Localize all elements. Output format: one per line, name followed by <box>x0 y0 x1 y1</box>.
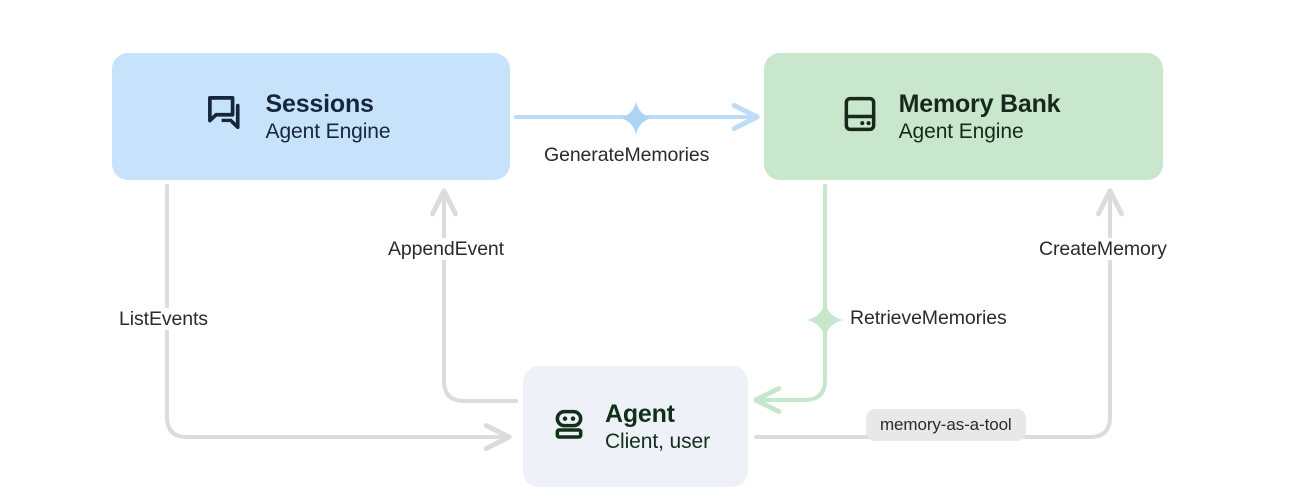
robot-icon <box>549 404 589 449</box>
node-memory-bank-title: Memory Bank <box>898 89 1061 118</box>
node-sessions[interactable]: Sessions Agent Engine <box>112 53 510 180</box>
edge-list-events <box>165 184 512 451</box>
node-sessions-text: Sessions Agent Engine <box>266 90 391 144</box>
edge-label-generate-memories: GenerateMemories <box>537 144 717 167</box>
node-memory-bank[interactable]: Memory Bank Agent Engine <box>764 53 1163 180</box>
node-memory-bank-content: Memory Bank Agent Engine <box>839 90 1061 144</box>
forum-icon <box>204 92 248 141</box>
node-sessions-content: Sessions Agent Engine <box>204 90 391 144</box>
edge-label-retrieve-memories: RetrieveMemories <box>843 307 1014 330</box>
node-agent-title: Agent <box>604 399 675 428</box>
database-icon <box>839 93 881 140</box>
edge-append-event <box>430 188 518 403</box>
sparkle-icon-retrieve-memories <box>805 300 845 345</box>
node-sessions-subtitle: Agent Engine <box>265 119 391 143</box>
node-agent[interactable]: Agent Client, user <box>523 366 748 487</box>
edge-label-list-events: ListEvents <box>112 308 215 331</box>
edge-retrieve-memories <box>753 184 827 414</box>
node-sessions-title: Sessions <box>265 89 374 118</box>
node-agent-text: Agent Client, user <box>605 400 710 454</box>
node-agent-content: Agent Client, user <box>549 400 710 454</box>
badge-memory-as-a-tool: memory-as-a-tool <box>866 409 1026 441</box>
edge-label-create-memory: CreateMemory <box>1032 238 1174 261</box>
edge-label-append-event: AppendEvent <box>381 238 511 261</box>
sparkle-icon-generate-memories <box>618 100 654 141</box>
node-memory-bank-text: Memory Bank Agent Engine <box>899 90 1061 144</box>
node-memory-bank-subtitle: Agent Engine <box>898 119 1024 143</box>
node-agent-subtitle: Client, user <box>604 429 710 453</box>
